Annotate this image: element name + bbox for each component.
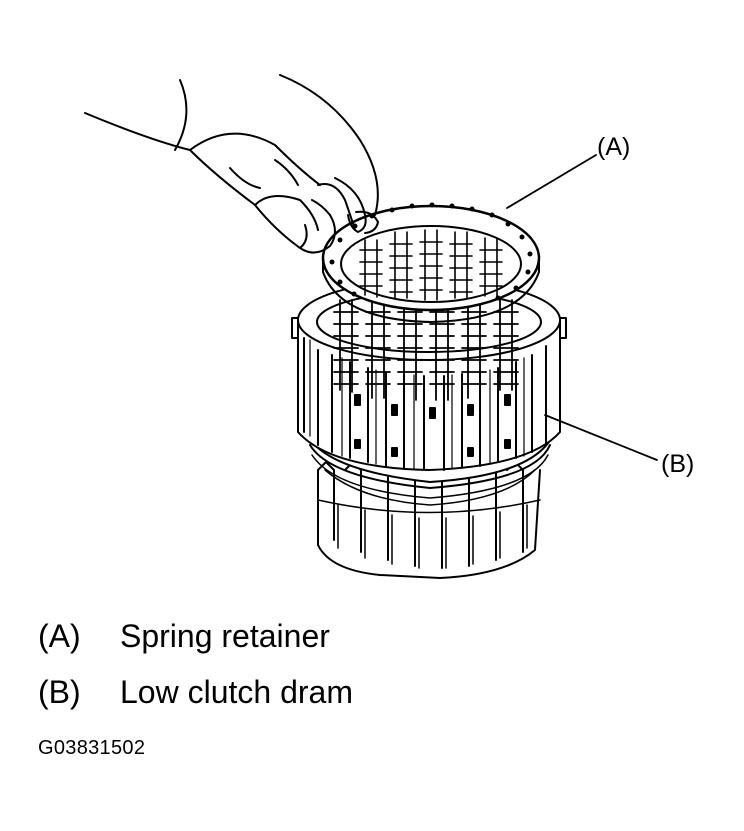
spring-retainer [321,202,541,323]
legend-item-low-clutch-drum: (B) Low clutch dram [38,676,353,708]
figure-code: G03831502 [38,737,146,759]
clutch-drum-illustration [84,74,658,579]
legend-key: (B) [38,674,81,710]
legend-text: Spring retainer [120,618,330,654]
hand [84,74,379,254]
leader-line-b [544,414,658,461]
legend-key: (A) [38,618,81,654]
legend-text: Low clutch dram [120,674,353,710]
callout-label-b: (B) [661,450,695,478]
legend-item-spring-retainer: (A) Spring retainer [38,620,330,652]
leader-line-a [506,154,597,209]
callout-label-a: (A) [597,133,631,161]
piston-springs [333,299,519,401]
